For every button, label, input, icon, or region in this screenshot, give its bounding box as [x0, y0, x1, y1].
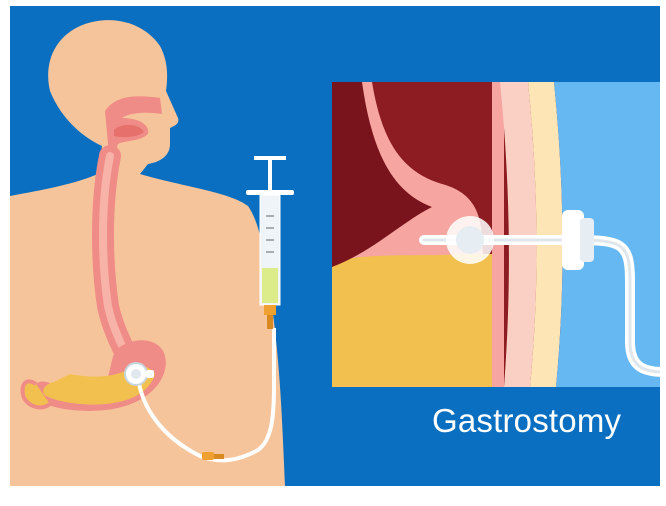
feeding-liquid: [262, 268, 278, 303]
stomach-contents: [332, 254, 502, 387]
illustration-frame: Gastrostomy: [10, 6, 660, 486]
human-torso-figure: [10, 20, 285, 486]
stomach-wall-layer: [492, 82, 504, 387]
stomach-cross-section-inset: [332, 82, 660, 387]
diagram-caption: Gastrostomy: [432, 402, 660, 440]
